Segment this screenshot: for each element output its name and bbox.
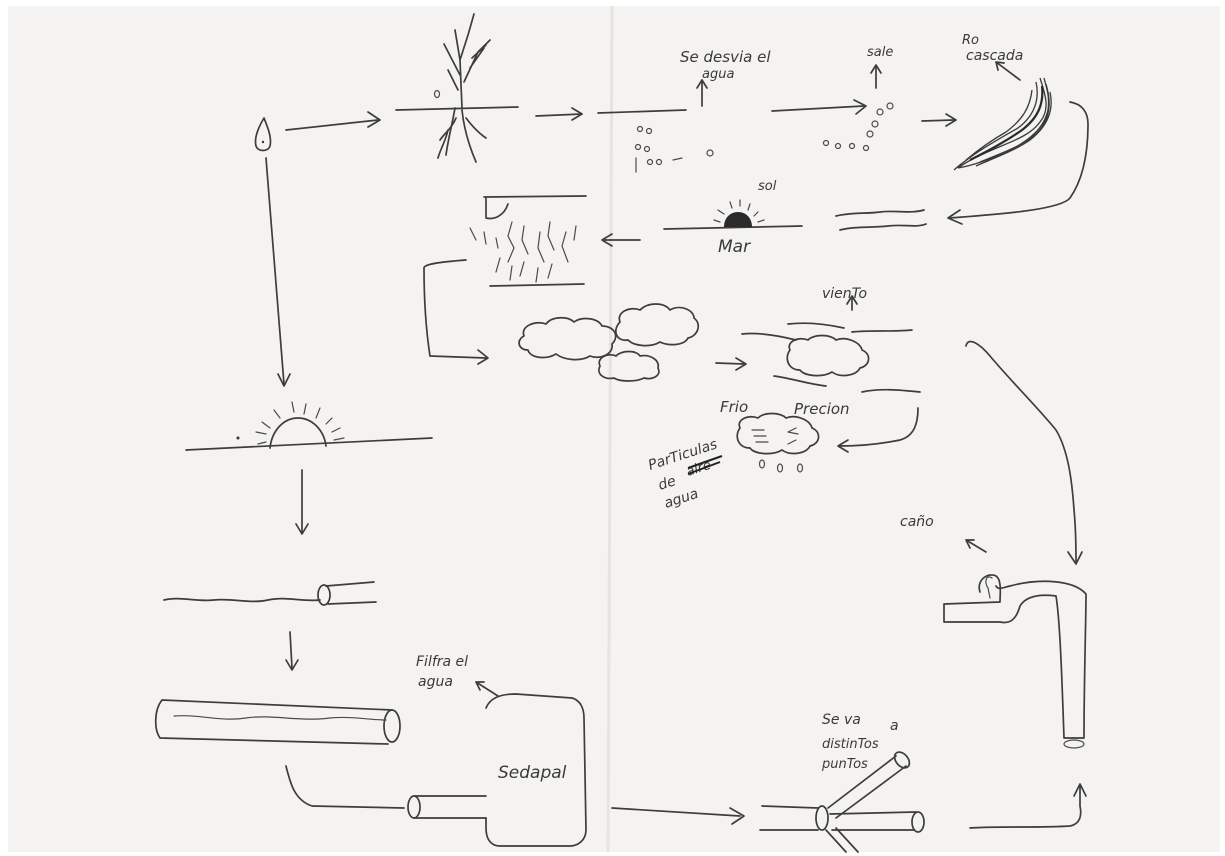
label-a: a [890,718,899,734]
label-cano: caño [900,514,934,530]
label-presion: Precion [794,400,850,418]
label-puntos: punTos [821,757,868,772]
label-se-va: Se va [822,712,861,728]
label-agua-1: agua [702,67,734,82]
label-filtra: Filfra el [416,654,468,670]
label-sol: sol [758,179,777,194]
label-mar: Mar [718,237,751,257]
label-sedapal: Sedapal [498,763,567,783]
label-se-desvia: Se desvia el [680,48,771,66]
label-distintos: distinTos [822,737,879,752]
label-cascada: cascada [966,48,1023,64]
label-viento: vienTo [822,286,867,302]
label-sale: sale [867,45,893,60]
label-agua-3: agua [418,674,453,690]
label-rio: Ro [962,33,979,48]
label-frio: Frio [720,398,748,416]
